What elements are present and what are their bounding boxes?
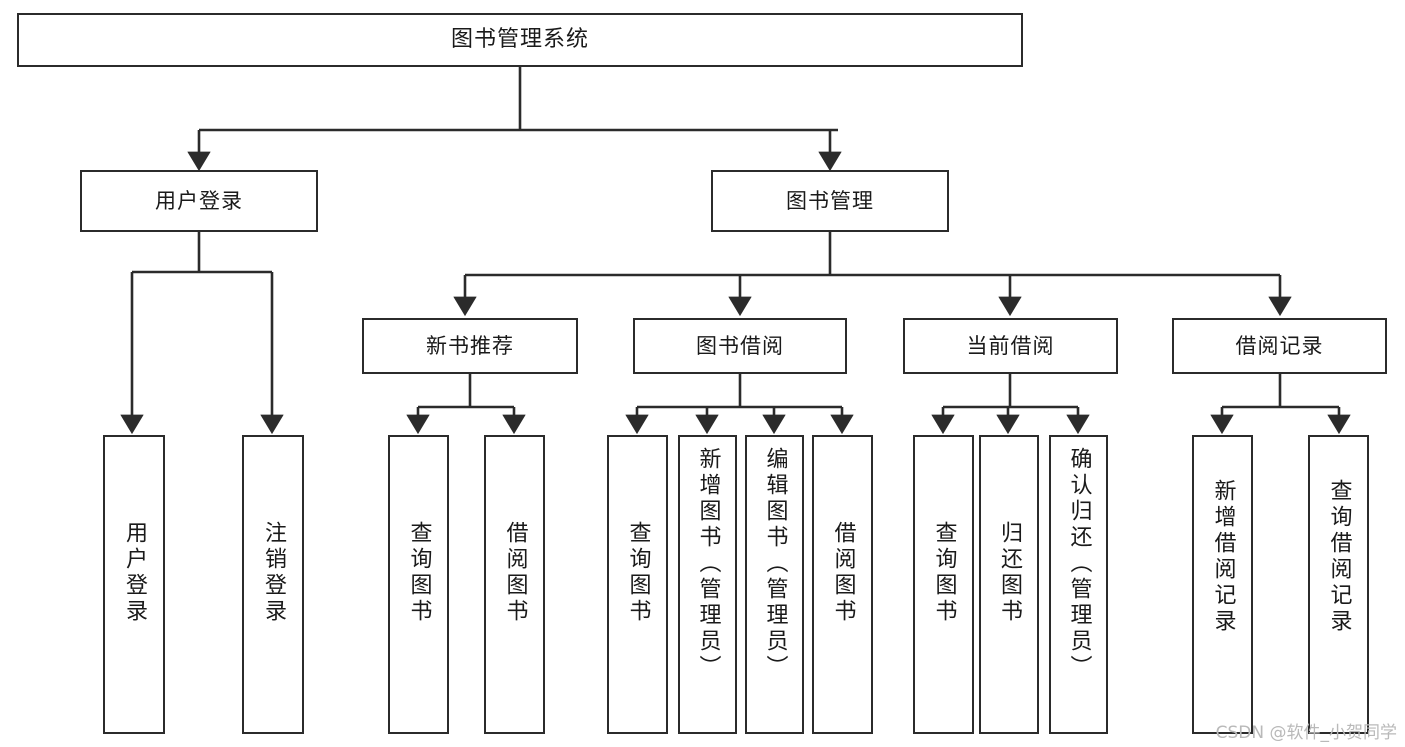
node-label: 图书管理系统 xyxy=(450,27,589,53)
node-leaf-borrow-book-2[interactable]: 借阅图书 xyxy=(812,435,873,734)
node-leaf-confirm-return[interactable]: 确认归还（管理员） xyxy=(1049,435,1108,734)
node-label: 借阅图书 xyxy=(502,521,528,625)
node-label: 注销登录 xyxy=(261,521,286,625)
node-label: 用户登录 xyxy=(155,188,243,213)
node-leaf-return-book[interactable]: 归还图书 xyxy=(979,435,1039,734)
node-leaf-query-book-2[interactable]: 查询图书 xyxy=(607,435,668,734)
node-borrow-record[interactable]: 借阅记录 xyxy=(1172,318,1387,374)
node-leaf-user-login[interactable]: 用户登录 xyxy=(103,435,165,734)
node-label: 新增借阅记录 xyxy=(1210,479,1236,635)
node-label: 当前借阅 xyxy=(966,333,1055,358)
node-leaf-add-record[interactable]: 新增借阅记录 xyxy=(1192,435,1253,734)
node-label: 用户登录 xyxy=(122,521,147,625)
node-leaf-borrow-book-1[interactable]: 借阅图书 xyxy=(484,435,545,734)
node-label: 查询图书 xyxy=(406,521,432,625)
node-leaf-edit-book[interactable]: 编辑图书（管理员） xyxy=(745,435,804,734)
node-label: 查询借阅记录 xyxy=(1326,479,1352,635)
node-label: 确认归还（管理员） xyxy=(1066,447,1092,681)
node-leaf-add-book[interactable]: 新增图书（管理员） xyxy=(678,435,737,734)
node-leaf-query-book-3[interactable]: 查询图书 xyxy=(913,435,974,734)
node-current-borrow[interactable]: 当前借阅 xyxy=(903,318,1118,374)
node-label: 编辑图书（管理员） xyxy=(762,447,788,681)
node-root-book-management-system[interactable]: 图书管理系统 xyxy=(17,13,1023,67)
node-leaf-query-book-1[interactable]: 查询图书 xyxy=(388,435,449,734)
node-user-login[interactable]: 用户登录 xyxy=(80,170,318,232)
node-label: 查询图书 xyxy=(931,521,957,625)
node-label: 新书推荐 xyxy=(426,333,514,358)
node-label: 借阅记录 xyxy=(1235,333,1324,358)
node-label: 查询图书 xyxy=(625,521,651,625)
node-book-borrow[interactable]: 图书借阅 xyxy=(633,318,847,374)
node-label: 借阅图书 xyxy=(830,521,856,625)
node-label: 新增图书（管理员） xyxy=(695,447,721,681)
node-book-management[interactable]: 图书管理 xyxy=(711,170,949,232)
node-label: 归还图书 xyxy=(997,521,1022,625)
node-leaf-query-record[interactable]: 查询借阅记录 xyxy=(1308,435,1369,734)
node-label: 图书借阅 xyxy=(696,333,784,358)
node-leaf-logout[interactable]: 注销登录 xyxy=(242,435,304,734)
node-label: 图书管理 xyxy=(786,188,874,213)
node-new-book-recommend[interactable]: 新书推荐 xyxy=(362,318,578,374)
